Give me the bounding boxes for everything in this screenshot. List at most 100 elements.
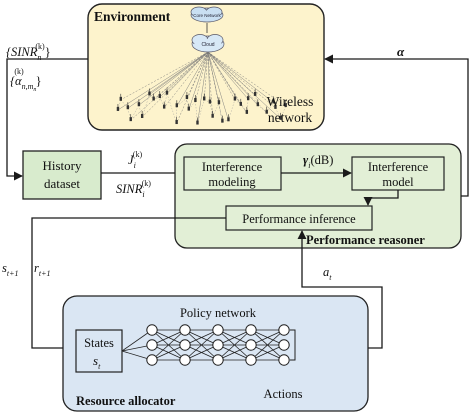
network-link <box>207 51 213 117</box>
network-node <box>253 91 257 96</box>
nn-edge <box>217 344 252 361</box>
nn-edge <box>184 329 219 346</box>
cloud-icon: Cloud <box>191 34 225 53</box>
core-network-cloud-icon: Core Network <box>190 6 224 23</box>
alpha-set-close: } <box>36 74 42 88</box>
network-node <box>185 95 189 100</box>
wireless-label: Wireless <box>267 94 314 109</box>
states-label: States <box>84 336 114 350</box>
nn-neuron <box>146 354 158 366</box>
nn-edge <box>151 329 186 361</box>
action-label: at <box>323 265 332 282</box>
network-node <box>217 100 221 105</box>
interference-model-1: Interference <box>368 160 429 174</box>
network-link <box>166 51 209 94</box>
core-network-label: Core Network <box>193 13 221 18</box>
nn-edge <box>250 344 285 361</box>
alpha-set-open: {α <box>10 74 22 88</box>
alpha-set-label: {αn,mn(k)} <box>10 67 42 93</box>
performance-reasoner-title: Performance reasoner <box>306 233 425 247</box>
network-link <box>120 51 209 101</box>
network-link <box>207 51 274 103</box>
network-node <box>208 99 212 104</box>
network-link <box>207 51 281 119</box>
network-node <box>203 96 206 101</box>
network-link <box>130 51 209 121</box>
network-mesh-link <box>195 100 198 124</box>
sinr-i-sub: i <box>142 190 144 199</box>
network-node <box>265 109 268 114</box>
interference-modeling-2: modeling <box>208 175 256 189</box>
j-sup: (k) <box>133 150 143 159</box>
nn-neuron <box>179 339 191 351</box>
nn-neuron <box>212 324 224 336</box>
history-title-1: History <box>43 158 83 173</box>
nn-neuron <box>278 354 290 366</box>
network-node <box>196 120 199 125</box>
alpha-set-sup: (k) <box>14 67 24 76</box>
nn-edge <box>217 329 252 346</box>
network-mesh-link <box>197 99 205 124</box>
policy-network-label: Policy network <box>180 306 257 320</box>
network-link <box>207 51 276 109</box>
network-link <box>207 51 211 103</box>
environment-title: Environment <box>94 9 171 24</box>
sinr-set-close: } <box>45 45 51 59</box>
network-node <box>239 101 242 106</box>
nn-edge <box>184 344 219 361</box>
nn-neuron <box>245 354 257 366</box>
states-main: s <box>93 353 98 368</box>
network-link <box>176 51 209 107</box>
interference-model-2: model <box>382 175 414 189</box>
network-mesh-link <box>280 105 286 119</box>
alpha-feedback-arrow <box>324 54 469 197</box>
actions-label: Actions <box>264 387 303 401</box>
action-sub: t <box>329 273 332 282</box>
nn-neuron <box>245 324 257 336</box>
nn-edge <box>250 329 285 346</box>
alpha-set-sub: n,m <box>22 82 34 91</box>
network-link <box>164 51 209 108</box>
gamma-main: γ <box>303 153 309 167</box>
performance-inference-box <box>225 205 373 231</box>
network-node <box>158 94 161 99</box>
history-dataset-box <box>22 150 102 200</box>
network-link <box>195 51 209 102</box>
states-symbol: st <box>93 353 101 371</box>
network-mesh-link <box>266 102 274 113</box>
s-next-label: st+1 <box>2 261 19 278</box>
network-node <box>126 105 130 110</box>
s-next-sub: t+1 <box>7 269 19 278</box>
nn-neuron <box>278 324 290 336</box>
sinr-i-sup: (k) <box>142 179 152 188</box>
nn-output-bracket <box>290 329 296 361</box>
network-node <box>175 120 178 125</box>
network-mesh-link <box>188 100 196 110</box>
s-next-main: s <box>2 261 7 275</box>
network-link <box>138 51 209 106</box>
network-node <box>162 104 166 109</box>
network-node <box>187 106 190 111</box>
network-node <box>137 102 141 107</box>
j-main: J <box>128 153 135 167</box>
network-mesh-link <box>218 103 223 122</box>
network-mesh-link <box>163 93 168 108</box>
network-label: network <box>268 110 312 125</box>
nn-neuron <box>245 339 257 351</box>
sinr-set-main: {SINR <box>6 45 38 59</box>
network-node <box>233 96 237 101</box>
sinr-i-label: SINRi(k) <box>116 179 151 199</box>
network-node <box>256 102 260 107</box>
network-link <box>153 51 209 100</box>
network-link <box>207 51 249 100</box>
env-to-history-arrow <box>6 58 88 181</box>
nn-neuron <box>146 324 158 336</box>
inference-to-states-arrow <box>31 217 226 353</box>
r-next-sub: t+1 <box>39 269 51 278</box>
network-link <box>207 51 286 107</box>
resource-allocator-title: Resource allocator <box>76 394 176 408</box>
network-node <box>119 96 122 101</box>
network-link <box>159 51 209 98</box>
nn-neuron <box>212 339 224 351</box>
